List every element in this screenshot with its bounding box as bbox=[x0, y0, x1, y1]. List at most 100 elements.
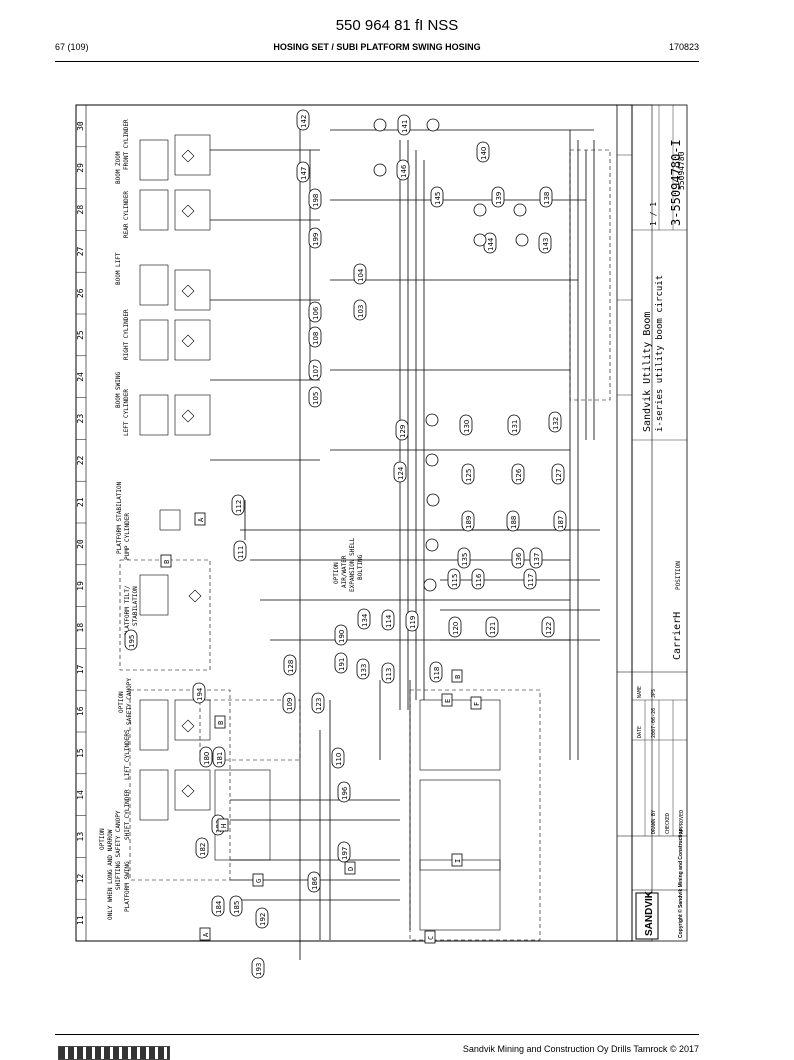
column-label: 21 bbox=[76, 497, 85, 507]
svg-text:181: 181 bbox=[216, 752, 224, 765]
reference-tag: B bbox=[160, 554, 172, 568]
label-expansion: EXPANSION SHELL bbox=[349, 537, 356, 592]
position-balloon: 108 bbox=[308, 326, 322, 348]
position-balloon: 106 bbox=[308, 301, 322, 323]
svg-text:129: 129 bbox=[399, 425, 407, 438]
svg-text:120: 120 bbox=[452, 622, 460, 635]
svg-text:E: E bbox=[444, 699, 452, 703]
drawing-subtitle: i-series utility boom circuit bbox=[655, 275, 665, 432]
svg-text:109: 109 bbox=[286, 698, 294, 711]
position-balloon: 147 bbox=[296, 161, 310, 183]
valve-block bbox=[174, 699, 211, 741]
valve-block bbox=[139, 769, 169, 821]
svg-text:116: 116 bbox=[475, 573, 483, 587]
position-balloon: 132 bbox=[548, 411, 562, 433]
quantity-balloon bbox=[515, 233, 529, 247]
quantity-balloon bbox=[473, 203, 487, 217]
check-valve-symbol bbox=[181, 719, 195, 733]
drawn-date: 2007-06-26 bbox=[651, 708, 657, 738]
label-option-1: OPTION bbox=[99, 828, 106, 850]
column-label: 16 bbox=[76, 706, 85, 716]
position-balloon: 125 bbox=[461, 463, 475, 485]
svg-text:139: 139 bbox=[495, 192, 503, 205]
svg-text:SANDVIK: SANDVIK bbox=[644, 890, 655, 936]
position-balloon: 184 bbox=[211, 895, 225, 917]
position-balloon: 129 bbox=[395, 419, 409, 441]
svg-text:124: 124 bbox=[397, 466, 405, 480]
drawn-name: JPS bbox=[651, 689, 657, 698]
position-balloon: 128 bbox=[283, 654, 297, 676]
id-code: 55094780 bbox=[677, 151, 686, 190]
position-balloon: 130 bbox=[459, 414, 473, 436]
position-balloon: 198 bbox=[308, 188, 322, 210]
column-label: 14 bbox=[76, 790, 85, 800]
svg-text:188: 188 bbox=[510, 516, 518, 529]
svg-text:110: 110 bbox=[335, 753, 343, 766]
label-boom-lift: BOOM LIFT bbox=[115, 252, 122, 285]
position-balloon: 140 bbox=[476, 141, 490, 163]
svg-text:118: 118 bbox=[433, 667, 441, 680]
document-number: 550 964 81 fI NSS bbox=[335, 17, 459, 34]
svg-text:A: A bbox=[202, 932, 210, 937]
svg-text:131: 131 bbox=[511, 420, 519, 433]
quantity-balloon bbox=[473, 233, 487, 247]
dashed-boundary bbox=[409, 689, 541, 941]
column-label: 25 bbox=[76, 330, 85, 340]
position-balloon: 189 bbox=[461, 510, 475, 532]
dashed-boundary bbox=[129, 689, 231, 881]
quantity-balloon bbox=[513, 203, 527, 217]
name-label: NAME bbox=[637, 686, 643, 698]
position-balloon: 146 bbox=[396, 159, 410, 181]
label-right-cylinder: RIGHT CYLINDER bbox=[123, 309, 130, 360]
sheet-number: 1 / 1 bbox=[649, 202, 658, 226]
reference-tag: B bbox=[451, 669, 463, 683]
column-label: 23 bbox=[76, 414, 85, 424]
svg-text:193: 193 bbox=[255, 963, 263, 976]
reference-tag: F bbox=[470, 696, 482, 710]
quantity-balloon bbox=[425, 413, 439, 427]
column-label: 27 bbox=[76, 246, 85, 256]
position-balloon: 182 bbox=[195, 837, 209, 859]
drawing-border bbox=[75, 104, 633, 942]
position-balloon: 137 bbox=[529, 547, 543, 569]
title-block bbox=[616, 104, 688, 942]
svg-text:198: 198 bbox=[312, 194, 320, 207]
quantity-balloon bbox=[426, 493, 440, 507]
svg-text:126: 126 bbox=[515, 468, 523, 482]
label-boom-zoom: BOOM ZOOM bbox=[115, 151, 122, 184]
label-front-cylinder: FRONT CYLINDER bbox=[123, 119, 130, 170]
svg-text:184: 184 bbox=[215, 900, 223, 914]
label-boom-swing: BOOM SWING bbox=[115, 371, 122, 408]
label-lift-cylinders: LIFT CYLINDERS bbox=[124, 729, 131, 780]
svg-text:104: 104 bbox=[357, 268, 365, 282]
position-balloon: 145 bbox=[430, 186, 444, 208]
position-label: POSITION bbox=[675, 561, 682, 590]
svg-text:103: 103 bbox=[357, 305, 365, 318]
position-balloon: 192 bbox=[255, 907, 269, 929]
footer-divider bbox=[55, 1034, 699, 1035]
column-label: 22 bbox=[76, 455, 85, 465]
svg-text:138: 138 bbox=[543, 192, 551, 205]
position-balloon: 124 bbox=[393, 461, 407, 483]
page-number: 67 (109) bbox=[55, 42, 89, 52]
position-balloon: 185 bbox=[229, 895, 243, 917]
footer-sandvik-logo bbox=[58, 1046, 170, 1060]
quantity-balloon bbox=[423, 578, 437, 592]
column-label: 26 bbox=[76, 288, 85, 298]
check-valve-symbol bbox=[188, 589, 202, 603]
reference-tag: A bbox=[194, 512, 206, 526]
svg-text:196: 196 bbox=[341, 786, 349, 800]
column-label: 19 bbox=[76, 581, 85, 591]
position-balloon: 187 bbox=[553, 510, 567, 532]
svg-text:189: 189 bbox=[465, 516, 473, 529]
svg-text:D: D bbox=[347, 867, 355, 871]
svg-text:199: 199 bbox=[312, 233, 320, 246]
svg-text:197: 197 bbox=[341, 847, 349, 860]
svg-text:145: 145 bbox=[434, 192, 442, 205]
svg-text:133: 133 bbox=[360, 664, 368, 677]
valve-block bbox=[139, 319, 169, 361]
footer-company: Sandvik Mining and Construction Oy Drill… bbox=[462, 1044, 699, 1054]
position-balloon: 196 bbox=[337, 781, 351, 803]
svg-text:B: B bbox=[217, 721, 225, 725]
label-rear-cylinder: REAR CYLINDER bbox=[123, 191, 130, 238]
